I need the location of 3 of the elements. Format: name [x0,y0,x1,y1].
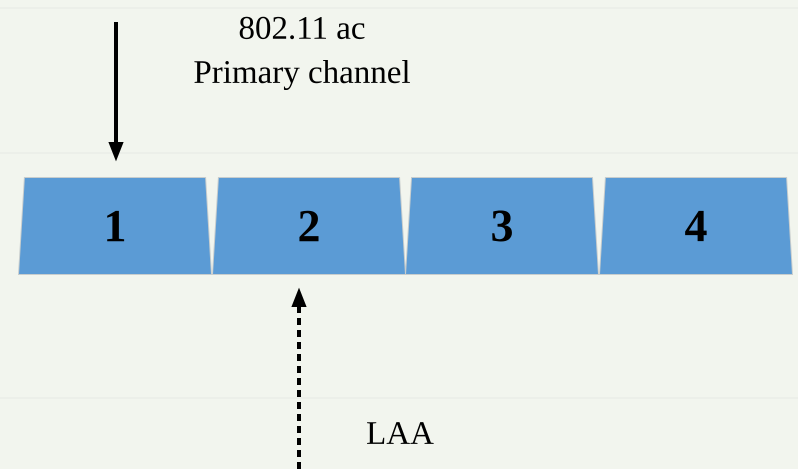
label-text: LAA [367,422,434,444]
label-text: 802.11 ac [240,16,364,40]
label-text: Primary channel [194,60,410,90]
